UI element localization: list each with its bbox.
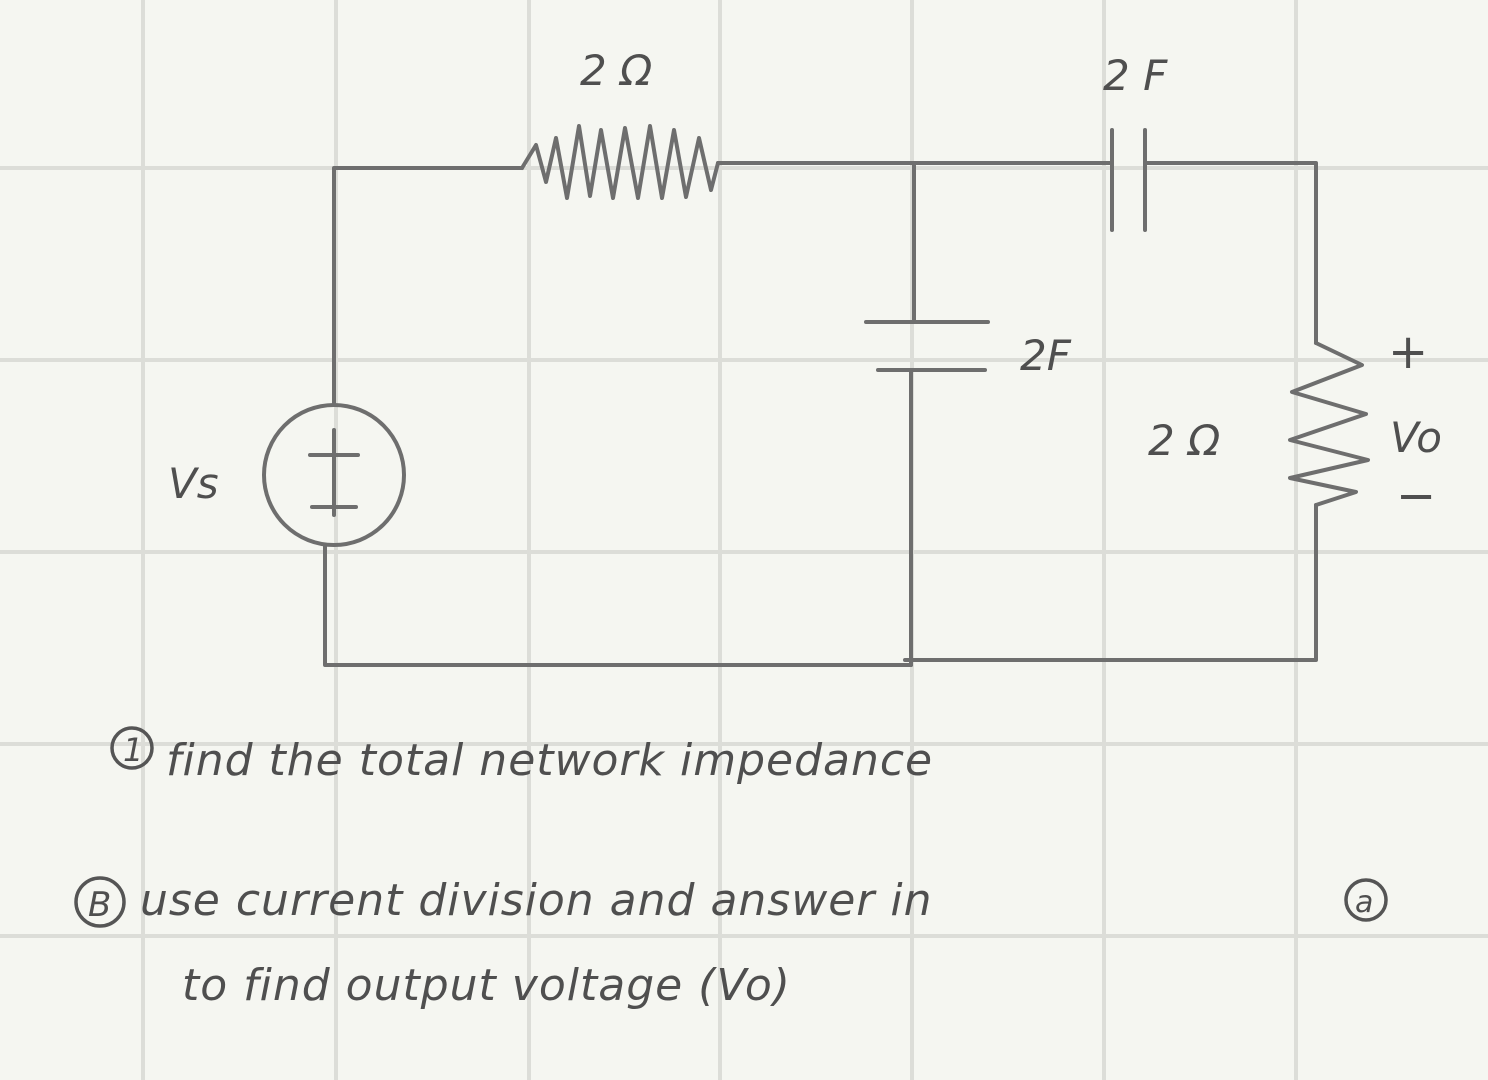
voltage-source-label: Vs xyxy=(168,459,219,508)
capacitor-shunt-symbol xyxy=(864,320,990,372)
output-minus-sign: − xyxy=(1396,468,1436,524)
question-b-text: use current division and answer in xyxy=(140,875,932,926)
question-b: B use current division and answer in a t… xyxy=(74,875,1388,1011)
voltage-source-symbol xyxy=(262,403,406,547)
capacitor-series-label: 2 F xyxy=(1103,51,1168,100)
question-1-marker: 1 xyxy=(123,731,143,769)
output-plus-sign: + xyxy=(1388,324,1428,380)
resistor-r1-symbol xyxy=(520,124,720,200)
question-1-text: find the total network impedance xyxy=(166,735,933,786)
question-b-continuation: to find output voltage (Vo) xyxy=(182,960,791,1011)
question-b-marker: B xyxy=(88,885,111,925)
resistor-r1-label: 2 Ω xyxy=(580,46,652,95)
resistor-r2-symbol xyxy=(1288,341,1370,507)
capacitor-series-symbol xyxy=(1110,128,1147,232)
circuit-wires xyxy=(323,161,1318,667)
capacitor-shunt-label: 2F xyxy=(1020,331,1072,380)
question-1: 1 find the total network impedance xyxy=(110,726,933,786)
question-b-reference: a xyxy=(1355,885,1373,920)
output-voltage-label: Vo xyxy=(1390,413,1442,462)
resistor-r2-label: 2 Ω xyxy=(1148,416,1220,465)
